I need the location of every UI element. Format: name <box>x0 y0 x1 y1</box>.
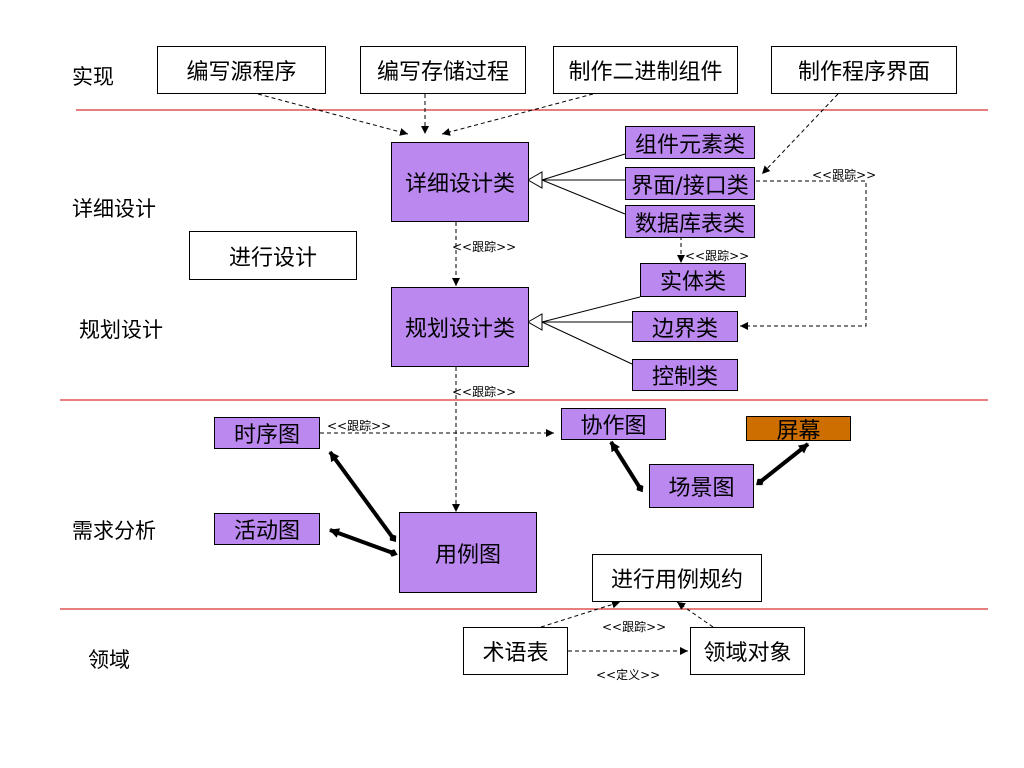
domain-to-spec <box>676 601 714 628</box>
control-class-box: 控制类 <box>632 359 738 391</box>
scenario-to-screen <box>756 442 810 486</box>
layer-requirements: 需求分析 <box>72 519 156 543</box>
db-table-class-box: 数据库表类 <box>625 205 755 238</box>
generalization-triangle-1 <box>526 171 543 189</box>
define-label-glossary-domain: <<定义>> <box>596 668 661 682</box>
entity-class-box: 实体类 <box>640 263 746 297</box>
scenario-to-collab <box>609 440 644 493</box>
generalization-triangle-2 <box>526 313 543 331</box>
trace-label-glossary-spec: <<跟踪>> <box>602 620 667 634</box>
trace-label-ui-boundary: <<跟踪>> <box>812 168 877 182</box>
trace-label-sequence-collab: <<跟踪>> <box>327 419 392 433</box>
detail-design-class-box: 详细设计类 <box>391 142 529 222</box>
trace-label-plan-usecase: <<跟踪>> <box>452 385 517 399</box>
ui-interface-class-box: 界面/接口类 <box>625 167 755 200</box>
impl-to-design-3 <box>441 93 594 136</box>
trace-label-db-entity: <<跟踪>> <box>685 249 750 263</box>
use-case-diagram-box: 用例图 <box>399 512 537 593</box>
component-class-box: 组件元素类 <box>625 126 755 159</box>
scenario-diagram-box: 场景图 <box>649 464 754 508</box>
ui-make-to-ui-class <box>761 93 839 175</box>
domain-object-box: 领域对象 <box>690 627 805 675</box>
planning-class-box: 规划设计类 <box>391 287 529 367</box>
screen-box: 屏幕 <box>746 416 851 444</box>
make-binary-box: 制作二进制组件 <box>553 46 738 94</box>
trace-label-detail-plan: <<跟踪>> <box>452 240 517 254</box>
glossary-box: 术语表 <box>463 627 568 675</box>
collaboration-diagram-box: 协作图 <box>561 408 666 440</box>
do-design-box: 进行设计 <box>189 231 357 280</box>
usecase-to-activity <box>329 528 398 557</box>
write-source-box: 编写源程序 <box>157 46 326 94</box>
layer-planning-design: 规划设计 <box>79 318 163 342</box>
write-stored-proc-box: 编写存储过程 <box>360 46 526 94</box>
layer-domain: 领域 <box>88 648 130 672</box>
ui-to-boundary-trace <box>740 180 867 330</box>
activity-diagram-box: 活动图 <box>214 513 320 545</box>
do-use-case-spec-box: 进行用例规约 <box>592 554 762 602</box>
impl-to-design-1 <box>257 93 409 136</box>
boundary-class-box: 边界类 <box>632 311 738 342</box>
layer-implementation: 实现 <box>72 65 114 89</box>
make-ui-box: 制作程序界面 <box>771 46 957 94</box>
sequence-diagram-box: 时序图 <box>214 417 320 449</box>
layer-detailed-design: 详细设计 <box>72 197 156 221</box>
usecase-to-sequence <box>328 450 397 543</box>
